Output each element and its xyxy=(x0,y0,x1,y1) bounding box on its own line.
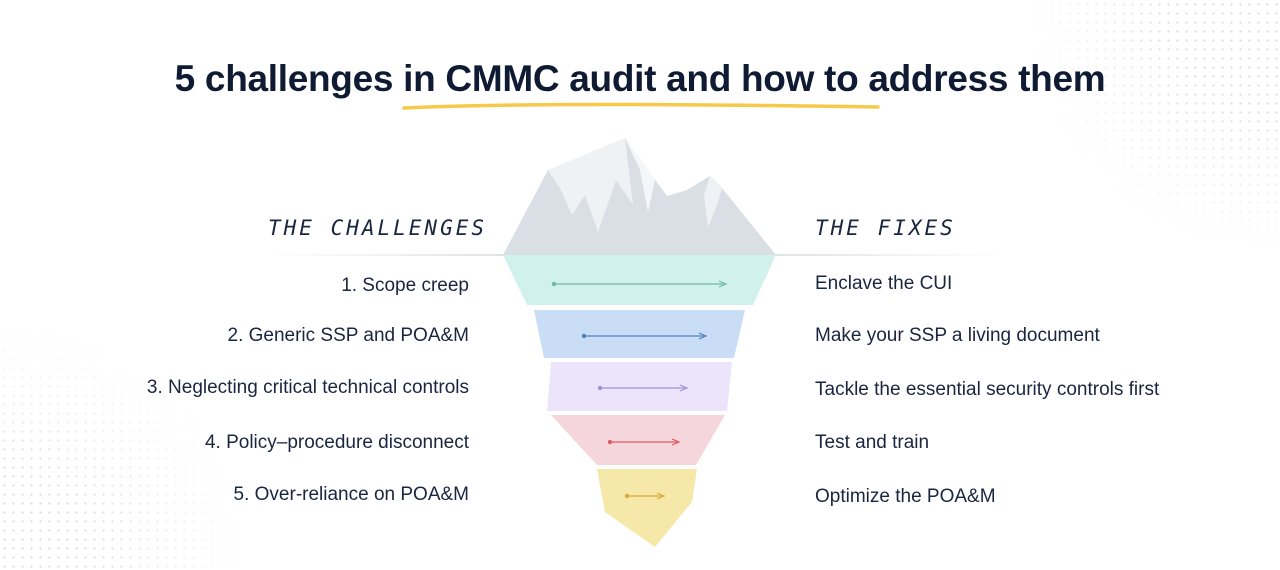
arrow-1 xyxy=(551,280,728,288)
fix-4: Test and train xyxy=(815,432,930,453)
fix-3: Tackle the essential security controls f… xyxy=(815,379,1160,400)
iceberg-snow-2 xyxy=(625,138,667,212)
band-3 xyxy=(547,362,732,411)
band-1 xyxy=(503,255,776,305)
page-title: 5 challenges in CMMC audit and how to ad… xyxy=(174,58,1106,99)
band-5 xyxy=(597,469,697,547)
fixes-header-divider xyxy=(770,254,1005,256)
title-underline xyxy=(402,102,880,110)
fix-1: Enclave the CUI xyxy=(815,273,953,294)
arrow-5 xyxy=(624,492,666,500)
iceberg-snow xyxy=(548,138,633,232)
challenge-4: 4. Policy–procedure disconnect xyxy=(204,432,469,453)
iceberg-tip xyxy=(503,138,776,255)
arrow-3 xyxy=(597,384,689,392)
arrow-2 xyxy=(581,332,708,340)
band-4 xyxy=(551,415,725,465)
fix-5: Optimize the POA&M xyxy=(815,486,996,507)
iceberg-snow-3 xyxy=(704,176,722,228)
challenges-header: THE CHALLENGES xyxy=(268,216,488,240)
band-2 xyxy=(534,310,745,358)
challenge-1: 1. Scope creep xyxy=(341,275,469,296)
challenge-3: 3. Neglecting critical technical control… xyxy=(146,377,469,398)
arrow-4 xyxy=(607,438,681,446)
challenge-5: 5. Over-reliance on POA&M xyxy=(233,484,469,505)
challenges-header-divider xyxy=(265,254,510,256)
fixes-header: THE FIXES xyxy=(815,216,956,240)
challenge-2: 2. Generic SSP and POA&M xyxy=(227,325,470,346)
fix-2: Make your SSP a living document xyxy=(815,325,1100,346)
